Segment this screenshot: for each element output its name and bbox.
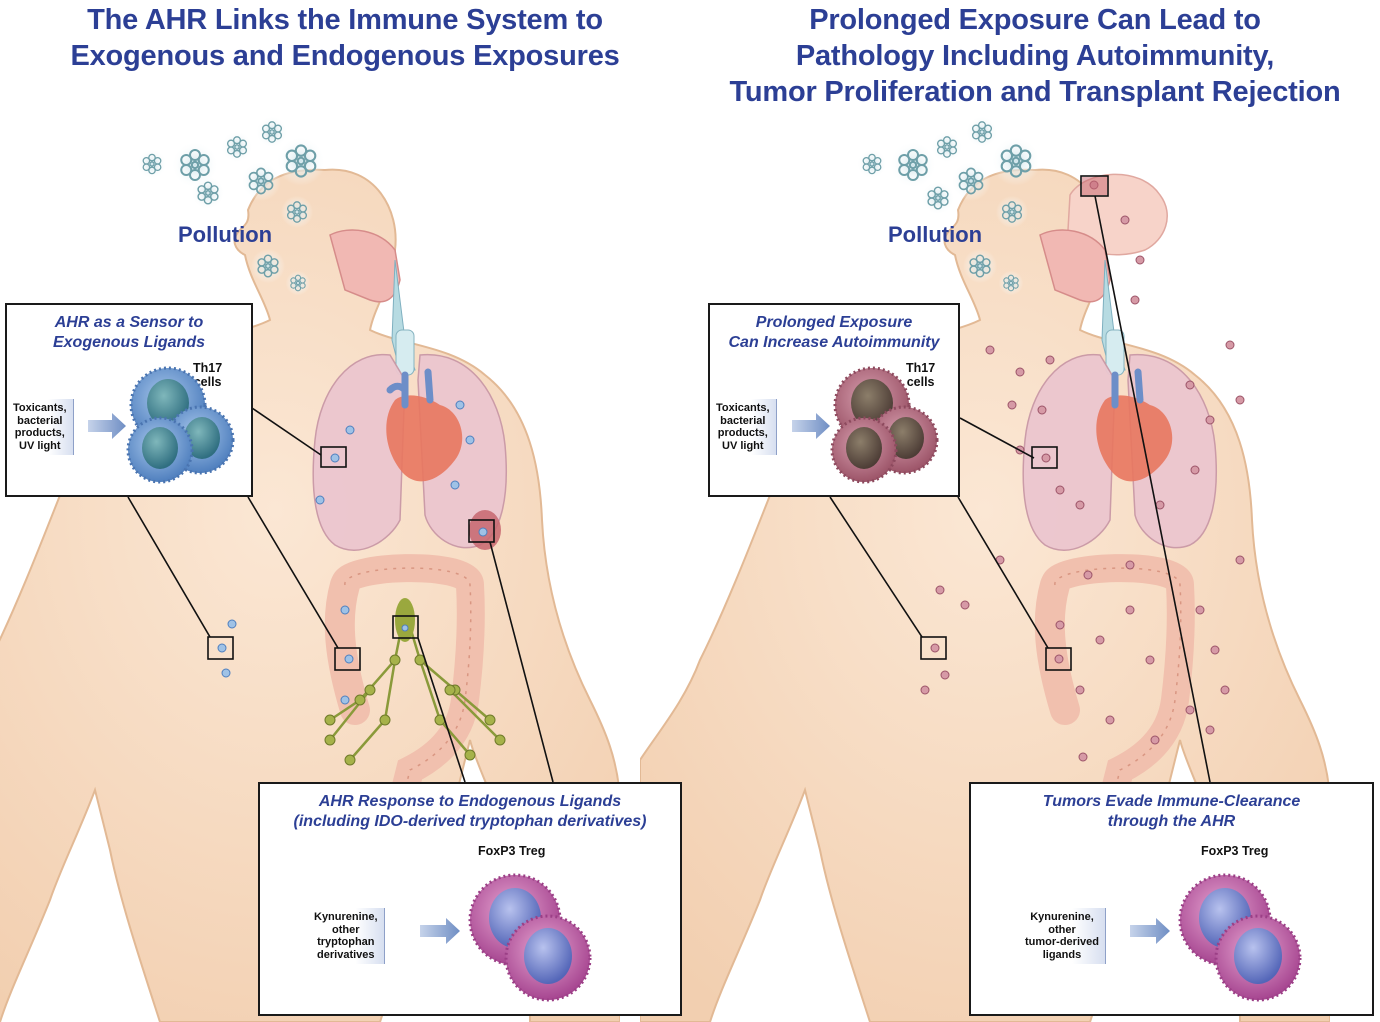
tumor-input-line-2: other xyxy=(1048,923,1076,936)
sensor-title-line-1: AHR as a Sensor to xyxy=(54,314,204,331)
th17-label-line-2: cells xyxy=(193,375,222,389)
endogenous-callout-box: AHR Response to Endogenous Ligands (incl… xyxy=(258,782,682,1016)
sensor-input-line-4: UV light xyxy=(19,439,61,452)
endogenous-input-line-2: other xyxy=(332,923,360,936)
endogenous-callout-title: AHR Response to Endogenous Ligands (incl… xyxy=(260,792,680,832)
left-title-line-2: Exogenous and Endogenous Exposures xyxy=(70,40,620,72)
tumor-input-line-3: tumor-derived xyxy=(1025,936,1099,948)
endogenous-input-line-4: derivatives xyxy=(317,948,375,961)
sensor-input-line-3: products, xyxy=(14,427,65,439)
th17-label-line-1: Th17 xyxy=(193,361,223,375)
tumor-input-label: Kynurenine, other tumor-derived ligands xyxy=(1023,908,1106,964)
sensor-callout-title: AHR as a Sensor to Exogenous Ligands xyxy=(7,313,251,353)
right-title-line-1: Prolonged Exposure Can Lead to xyxy=(809,4,1261,36)
right-panel-title: Prolonged Exposure Can Lead to Pathology… xyxy=(690,2,1380,110)
endogenous-input-label: Kynurenine, other tryptophan derivatives xyxy=(312,908,385,964)
left-pollution-label: Pollution xyxy=(178,222,273,247)
right-title-line-3: Tumor Proliferation and Transplant Rejec… xyxy=(729,76,1341,108)
left-title-line-1: The AHR Links the Immune System to xyxy=(87,4,603,36)
sensor-input-label: Toxicants, bacterial products, UV light xyxy=(11,399,74,455)
autoimmunity-input-line-1: Toxicants, xyxy=(716,402,770,414)
left-panel-title: The AHR Links the Immune System to Exoge… xyxy=(0,2,690,74)
autoimmunity-input-label: Toxicants, bacterial products, UV light xyxy=(714,399,777,455)
autoimmunity-callout-box: Prolonged Exposure Can Increase Autoimmu… xyxy=(708,303,960,497)
right-pollution-label: Pollution xyxy=(888,222,983,247)
autoimmunity-callout-title: Prolonged Exposure Can Increase Autoimmu… xyxy=(710,313,958,353)
th17-right-label-line-2: cells xyxy=(906,375,935,389)
tumor-callout-box: Tumors Evade Immune-Clearance through th… xyxy=(969,782,1374,1016)
autoimmunity-title-line-1: Prolonged Exposure xyxy=(755,314,913,331)
sensor-callout-box: AHR as a Sensor to Exogenous Ligands Th1… xyxy=(5,303,253,497)
tumor-title-line-2: through the AHR xyxy=(1107,813,1236,830)
tumor-input-line-1: Kynurenine, xyxy=(1030,911,1094,923)
autoimmunity-input-line-3: products, xyxy=(717,427,768,439)
autoimmunity-input-line-4: UV light xyxy=(722,439,764,452)
endogenous-title-line-2: (including IDO-derived tryptophan deriva… xyxy=(293,813,647,830)
endogenous-input-line-1: Kynurenine, xyxy=(314,911,378,923)
treg-cell-label-right: FoxP3 Treg xyxy=(1201,844,1269,858)
autoimmunity-input-line-2: bacterial xyxy=(720,414,766,427)
sensor-title-line-2: Exogenous Ligands xyxy=(52,334,205,351)
autoimmunity-title-line-2: Can Increase Autoimmunity xyxy=(728,334,940,351)
tumor-title-line-1: Tumors Evade Immune-Clearance xyxy=(1042,793,1301,810)
th17-right-label-line-1: Th17 xyxy=(906,361,936,375)
sensor-input-line-1: Toxicants, xyxy=(13,402,67,414)
right-title-line-2: Pathology Including Autoimmunity, xyxy=(795,40,1275,72)
tumor-input-line-4: ligands xyxy=(1042,948,1082,961)
tumor-callout-title: Tumors Evade Immune-Clearance through th… xyxy=(971,792,1372,832)
endogenous-input-line-3: tryptophan xyxy=(317,936,375,948)
treg-cell-label: FoxP3 Treg xyxy=(478,844,546,858)
sensor-input-line-2: bacterial xyxy=(17,414,63,427)
endogenous-title-line-1: AHR Response to Endogenous Ligands xyxy=(318,793,622,810)
th17-cell-label: Th17 cells xyxy=(193,361,222,389)
th17-cell-label-right: Th17 cells xyxy=(906,361,935,389)
